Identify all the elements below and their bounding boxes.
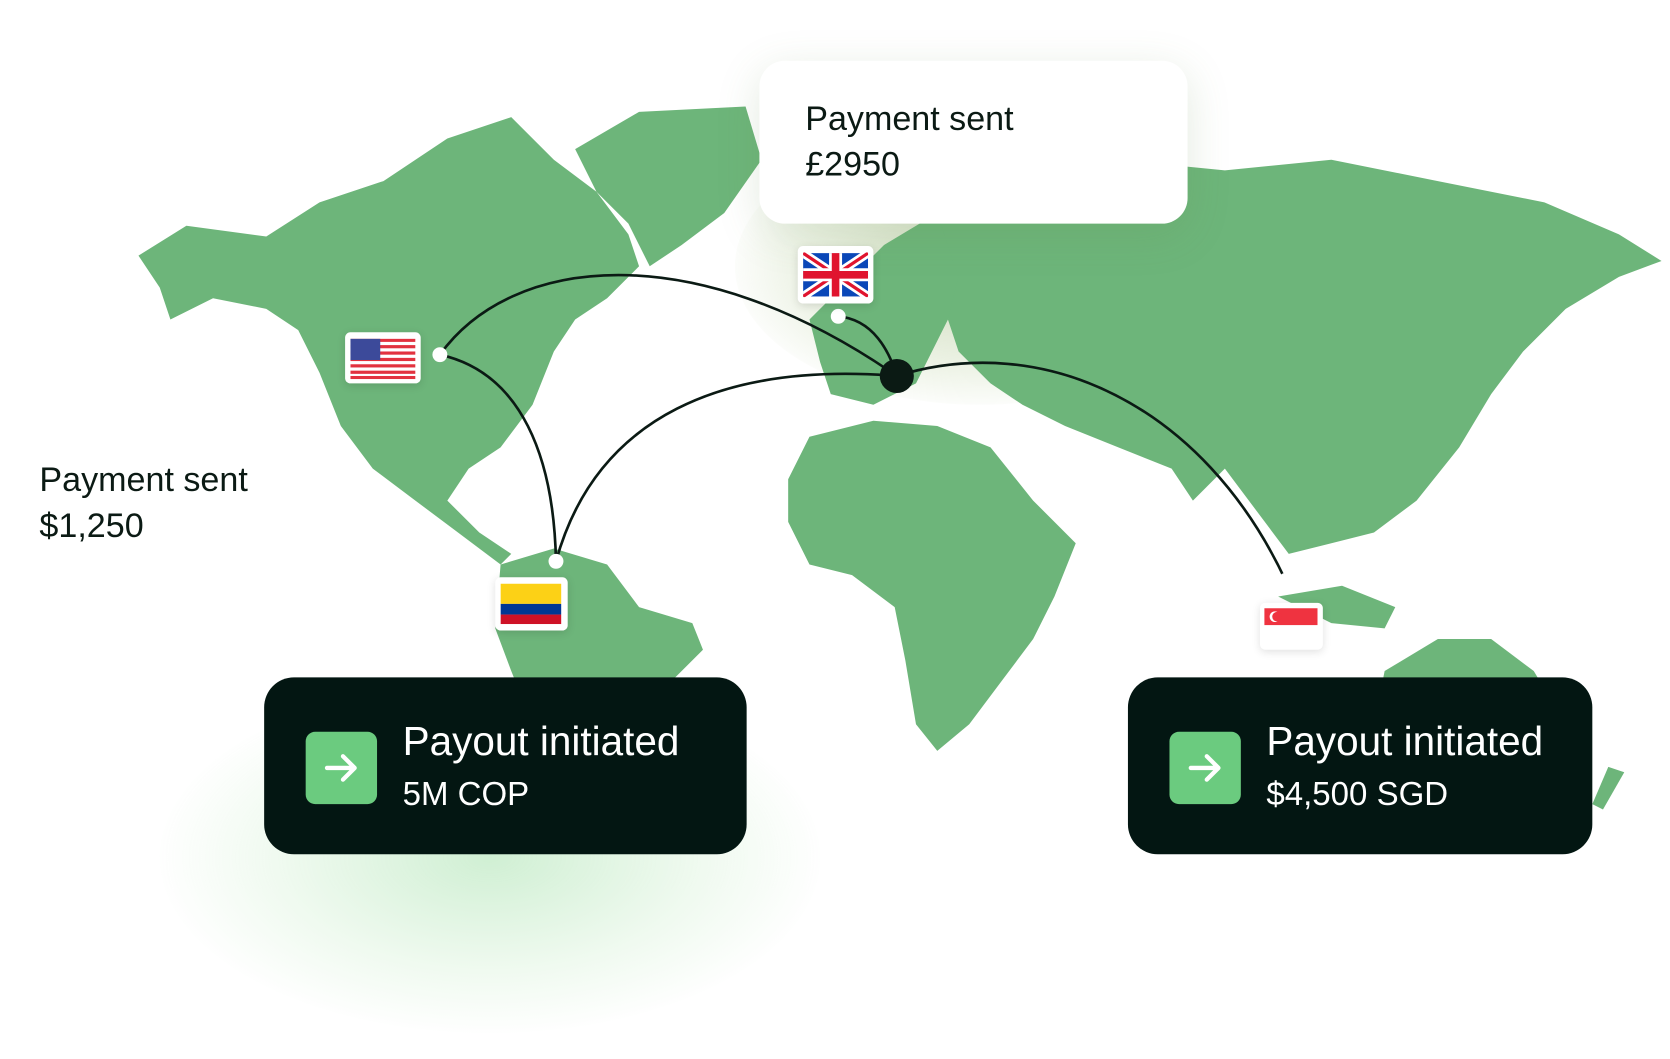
singapore-flag-icon xyxy=(1260,602,1323,650)
payout-amount: 5M COP xyxy=(402,775,530,813)
arrow-right-icon xyxy=(305,731,378,805)
payment-amount: £2950 xyxy=(805,144,900,184)
us-flag-icon xyxy=(345,332,421,384)
payout-amount: $4,500 SGD xyxy=(1266,775,1449,813)
asia xyxy=(937,159,1662,554)
payment-title: Payment sent xyxy=(805,99,1014,138)
location-dots xyxy=(432,308,1294,588)
colombia-flag-icon xyxy=(495,577,568,631)
payment-title-usd: Payment sent xyxy=(39,460,248,499)
hub-dot xyxy=(879,358,914,394)
uk-flag-icon xyxy=(797,246,874,304)
payout-card-sgd: Payout initiated $4,500 SGD xyxy=(1127,677,1593,855)
indonesia xyxy=(1278,585,1396,629)
arrow-right-icon xyxy=(1169,731,1241,805)
payment-amount-usd: $1,250 xyxy=(39,505,144,545)
payout-title: Payout initiated xyxy=(1266,720,1544,765)
payout-card-cop: Payout initiated 5M COP xyxy=(264,677,747,855)
payout-title: Payout initiated xyxy=(402,720,680,765)
greenland xyxy=(575,106,762,267)
africa xyxy=(788,420,1076,751)
payment-sent-card-gbp: Payment sent £2950 xyxy=(759,60,1188,224)
new-zealand xyxy=(1592,766,1625,810)
